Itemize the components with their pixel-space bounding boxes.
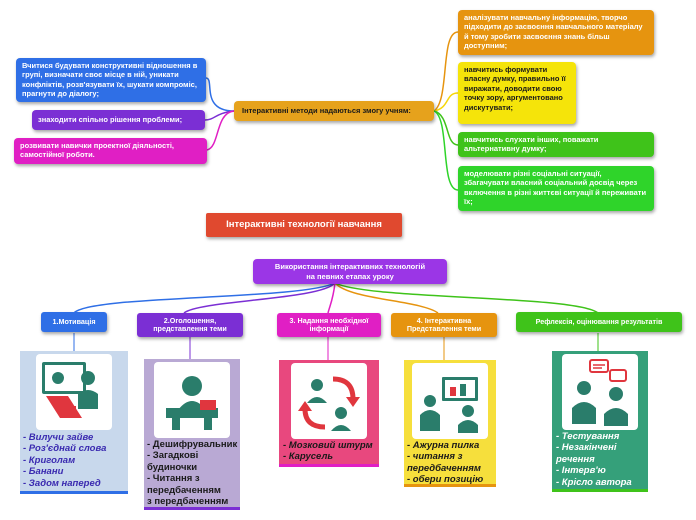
card-information: - Мозковий штурм - Карусель bbox=[279, 360, 379, 467]
card-reflection-list: - Тестування - Незакінчені речення - Інт… bbox=[556, 431, 632, 488]
branch-own-opinion: навчитись формувати власну думку, правил… bbox=[458, 62, 576, 124]
methods-hub: Інтерактивні методи надаються змогу учня… bbox=[234, 101, 434, 121]
card-information-underline bbox=[279, 464, 379, 467]
presentation-screen-icon bbox=[412, 363, 488, 439]
branch-constructive-relations: Вчитися будувати конструктивні відношенн… bbox=[16, 58, 206, 102]
branch-joint-solution: знаходити спільно рішення проблеми; bbox=[32, 110, 205, 130]
stage-interactive: 4. Інтерактивна Представлення теми bbox=[391, 313, 497, 337]
card-reflection: - Тестування - Незакінчені речення - Інт… bbox=[552, 351, 648, 492]
card-announcement-list: - Дешифрувальник - Загадкові будиночки -… bbox=[147, 439, 238, 508]
card-interactive-underline bbox=[404, 484, 496, 487]
dialogue-bubbles-icon bbox=[562, 354, 638, 430]
diagram-title: Інтерактивні технології навчання bbox=[206, 213, 402, 237]
teacher-board-icon bbox=[36, 354, 112, 430]
branch-social-situations: моделювати різні соціальні ситуації, зба… bbox=[458, 166, 654, 211]
card-information-list: - Мозковий штурм - Карусель bbox=[283, 440, 373, 463]
stage-motivation: 1.Мотивація bbox=[41, 312, 107, 332]
stage-information: 3. Надання необхідної інформації bbox=[277, 313, 381, 337]
branch-project-skills: розвивати навички проектної діяльності, … bbox=[14, 138, 207, 164]
card-announcement-underline bbox=[144, 507, 240, 510]
card-motivation: - Вилучи зайве - Роз'єднай слова - Криго… bbox=[20, 351, 128, 494]
lecture-desk-icon bbox=[154, 362, 230, 438]
card-announcement: - Дешифрувальник - Загадкові будиночки -… bbox=[144, 359, 240, 510]
card-reflection-underline bbox=[552, 489, 648, 492]
card-interactive-list: - Ажурна пилка - читання з передбаченням… bbox=[407, 440, 484, 486]
card-motivation-list: - Вилучи зайве - Роз'єднай слова - Криго… bbox=[23, 432, 107, 489]
branch-listen-others: навчитись слухати інших, поважати альтер… bbox=[458, 132, 654, 157]
branch-analyze-info: аналізувати навчальну інформацію, творчо… bbox=[458, 10, 654, 55]
card-motivation-underline bbox=[20, 491, 128, 494]
card-interactive: - Ажурна пилка - читання з передбаченням… bbox=[404, 360, 496, 487]
stages-hub: Використання інтерактивних технологій на… bbox=[253, 259, 447, 284]
cycle-exchange-icon bbox=[291, 363, 367, 439]
stage-announcement: 2.Оголошення, представлення теми bbox=[137, 313, 243, 337]
stage-reflection: Рефлексія, оцінювання результатів bbox=[516, 312, 682, 332]
